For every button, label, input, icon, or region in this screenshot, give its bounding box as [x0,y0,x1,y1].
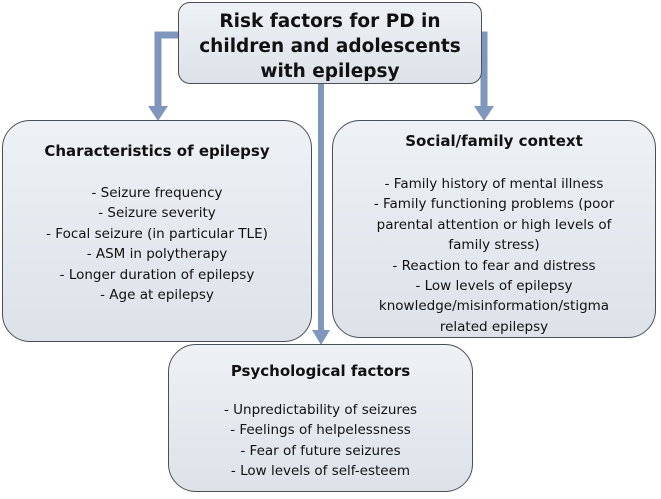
arrow-head-right [474,106,494,121]
arrow-head-center [312,330,330,345]
arrow-head-left [148,106,168,121]
psychological-factors-box: Psychological factors - Unpredictability… [168,344,473,492]
characteristics-of-epilepsy-box: Characteristics of epilepsy - Seizure fr… [2,120,312,342]
list-item: - Longer duration of epilepsy [59,266,255,283]
social-context-heading: Social/family context [405,132,583,150]
psychological-heading: Psychological factors [230,362,411,380]
psychological-list: - Unpredictability of seizures - Feeling… [169,400,472,482]
list-item: - Low levels of self-esteem [230,463,411,480]
list-item: - Low levels of epilepsy knowledge/misin… [378,278,610,335]
characteristics-list: - Seizure frequency - Seizure severity -… [3,183,311,305]
list-item: - Seizure severity [98,205,216,222]
list-item: - Age at epilepsy [100,287,214,304]
list-item: - Focal seizure (in particular TLE) [46,225,268,242]
list-item: - Feelings of helpelessness [230,422,411,439]
list-item: - ASM in polytherapy [86,246,228,263]
list-item: - Family history of mental illness [384,176,604,192]
diagram-title: Risk factors for PD in children and adol… [199,11,461,82]
list-item: - Family functioning problems (poor pare… [373,196,615,254]
list-item: - Seizure frequency [91,185,223,201]
characteristics-heading: Characteristics of epilepsy [44,142,270,160]
list-item: - Unpredictability of seizures [223,402,418,418]
social-context-list: - Family history of mental illness - Fam… [333,174,655,337]
risk-factors-title-box: Risk factors for PD in children and adol… [178,2,482,84]
social-family-context-box: Social/family context - Family history o… [332,120,656,338]
list-item: - Fear of future seizures [240,442,401,459]
list-item: - Reaction to fear and distress [392,257,596,274]
